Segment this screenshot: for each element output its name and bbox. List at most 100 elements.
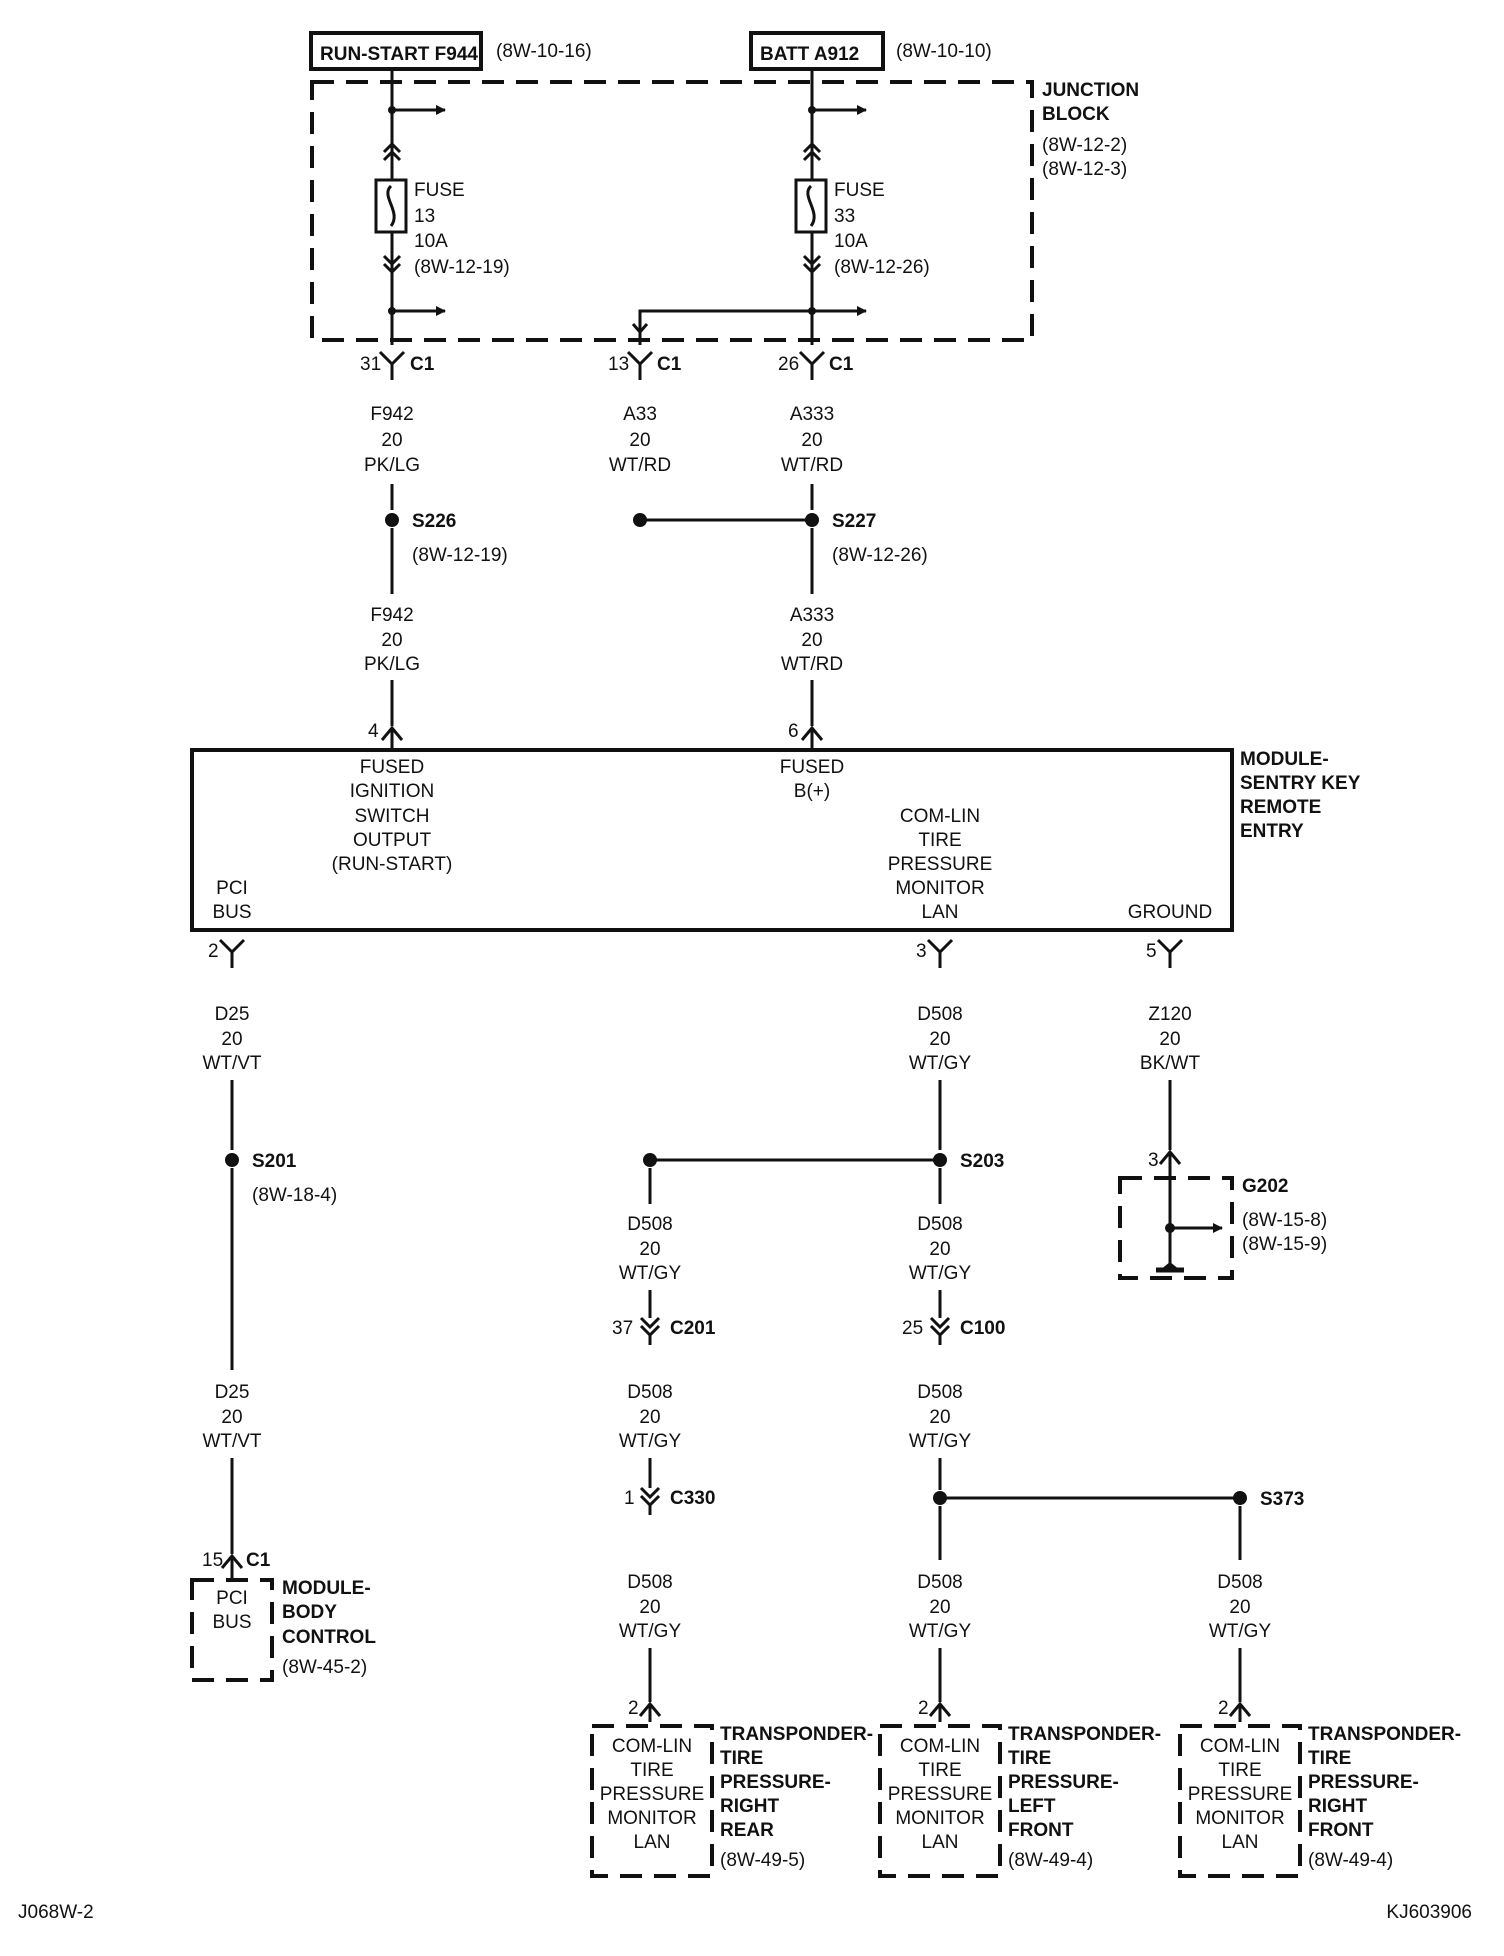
- body-control-inside-2: BUS: [212, 1612, 251, 1633]
- com-lin-4: MONITOR: [895, 878, 984, 899]
- wire-d508-lf-1: D508 20 WT/GY: [909, 1214, 972, 1318]
- wire-gauge: 20: [929, 1407, 950, 1428]
- wire-id: F942: [370, 404, 413, 425]
- splice-s226: S226 (8W-12-19): [385, 511, 508, 594]
- wire-id: D508: [917, 1004, 962, 1025]
- transponder-rf-title-2: TIRE: [1308, 1748, 1351, 1769]
- splice-s201-name: S201: [252, 1151, 297, 1172]
- splice-s373: S373: [933, 1489, 1304, 1560]
- transponder-inside-1: COM-LIN: [900, 1736, 980, 1757]
- fuse-13-l2: 13: [414, 206, 435, 227]
- com-lin-5: LAN: [922, 902, 959, 923]
- wire-d508-rr-2: D508 20 WT/GY: [619, 1382, 682, 1488]
- transponder-lf-title-1: TRANSPONDER-: [1008, 1724, 1161, 1745]
- wire-id: D508: [627, 1214, 672, 1235]
- splice-s227-name: S227: [832, 511, 876, 532]
- fuse-33-l3: 10A: [834, 231, 868, 252]
- fused-ign-1: FUSED: [360, 757, 424, 778]
- jb-pin-31: 31: [360, 354, 381, 375]
- transponder-pin: 2: [1218, 1698, 1229, 1719]
- wire-color: WT/GY: [619, 1263, 682, 1284]
- splice-s227: S227 (8W-12-26): [633, 511, 928, 594]
- body-control-inside-1: PCI: [216, 1588, 248, 1609]
- module-title-4: ENTRY: [1240, 821, 1304, 842]
- wire-id: D508: [917, 1572, 962, 1593]
- pci-1: PCI: [216, 878, 248, 899]
- body-control-title-3: CONTROL: [282, 1627, 376, 1648]
- splice-s201-ref: (8W-18-4): [252, 1185, 337, 1206]
- wire-color: WT/GY: [1209, 1621, 1272, 1642]
- body-control-pin: 15: [202, 1550, 223, 1571]
- jb-connectors: 31 C1 13 C1 26 C1: [360, 350, 854, 380]
- com-lin-2: TIRE: [918, 830, 961, 851]
- transponder-inside-2: TIRE: [918, 1760, 961, 1781]
- splice-dot: [933, 1153, 947, 1167]
- wire-gauge: 20: [639, 1239, 660, 1260]
- transponder-rr-ref: (8W-49-5): [720, 1850, 805, 1871]
- module-title-2: SENTRY KEY: [1240, 773, 1361, 794]
- transponder-pin: 2: [628, 1698, 639, 1719]
- connector-c100-pin: 25: [902, 1318, 923, 1339]
- transponder-lf-title-5: FRONT: [1008, 1820, 1074, 1841]
- connector-c330-pin: 1: [624, 1488, 635, 1509]
- wire-color: WT/GY: [909, 1621, 972, 1642]
- module-sentry-key: MODULE- SENTRY KEY REMOTE ENTRY FUSED IG…: [190, 748, 1361, 932]
- wire-d508-rf: D508 20 WT/GY: [1209, 1572, 1272, 1702]
- splice-s226-ref: (8W-12-19): [412, 545, 508, 566]
- wire-gauge: 20: [929, 1239, 950, 1260]
- wire-id: A333: [790, 605, 834, 626]
- transponder-rf-ref: (8W-49-4): [1308, 1850, 1393, 1871]
- junction-block: JUNCTION BLOCK (8W-12-2) (8W-12-3) FUSE …: [310, 69, 1139, 345]
- wire-d508-lf-2: D508 20 WT/GY: [909, 1382, 971, 1490]
- transponder-inside-2: TIRE: [1218, 1760, 1261, 1781]
- junction-block-name-2: BLOCK: [1042, 104, 1110, 125]
- module-body-control: 15 C1 PCI BUS MODULE- BODY CONTROL (8W-4…: [190, 1550, 376, 1682]
- wire-gauge: 20: [929, 1597, 950, 1618]
- wire-d25-upper: D25 20 WT/VT: [202, 1004, 262, 1150]
- wire-color: BK/WT: [1140, 1053, 1201, 1074]
- splice-dot: [385, 513, 399, 527]
- wire-color: WT/GY: [619, 1621, 682, 1642]
- source-run-start-ref: (8W-10-16): [496, 41, 592, 62]
- wire-color: WT/GY: [619, 1431, 682, 1452]
- footer-right-code: KJ603906: [1386, 1902, 1472, 1923]
- wire-id: D508: [1217, 1572, 1262, 1593]
- fuse-33-l1: FUSE: [834, 180, 885, 201]
- wire-color: WT/RD: [781, 654, 843, 675]
- wire-gauge: 20: [929, 1029, 950, 1050]
- body-control-title-2: BODY: [282, 1602, 337, 1623]
- pci-2: BUS: [212, 902, 251, 923]
- wire-gauge: 20: [801, 430, 822, 451]
- connector-c100: 25 C100: [902, 1316, 1005, 1345]
- wire-id: D25: [215, 1382, 250, 1403]
- transponder-inside-4: MONITOR: [895, 1808, 984, 1829]
- wire-gauge: 20: [1229, 1597, 1250, 1618]
- fused-b-2: B(+): [794, 781, 830, 802]
- junction-block-ref-1: (8W-12-2): [1042, 135, 1127, 156]
- transponder-lf-ref: (8W-49-4): [1008, 1850, 1093, 1871]
- transponder-rr-title-3: PRESSURE-: [720, 1772, 831, 1793]
- transponder-rr-title-2: TIRE: [720, 1748, 763, 1769]
- transponder-lf-title-2: TIRE: [1008, 1748, 1051, 1769]
- splice-s227-ref: (8W-12-26): [832, 545, 928, 566]
- splice-s373-name: S373: [1260, 1489, 1304, 1510]
- wire-gauge: 20: [639, 1407, 660, 1428]
- connector-c201-pin: 37: [612, 1318, 633, 1339]
- transponder-pin: 2: [918, 1698, 929, 1719]
- wire-gauge: 20: [381, 430, 402, 451]
- fuse-13-l1: FUSE: [414, 180, 465, 201]
- transponder-inside-4: MONITOR: [1195, 1808, 1284, 1829]
- fuse-13-l4: (8W-12-19): [414, 257, 510, 278]
- transponder-lf-title-3: PRESSURE-: [1008, 1772, 1119, 1793]
- fuse-33-l4: (8W-12-26): [834, 257, 930, 278]
- wire-color: WT/GY: [909, 1263, 972, 1284]
- wire-z120: Z120 20 BK/WT: [1140, 1004, 1201, 1165]
- transponder-inside-2: TIRE: [630, 1760, 673, 1781]
- jb-pin-13: 13: [608, 354, 629, 375]
- wire-gauge: 20: [381, 630, 402, 651]
- transponder-rr-title-5: REAR: [720, 1820, 774, 1841]
- wire-id: A33: [623, 404, 657, 425]
- ground-label: GROUND: [1128, 902, 1212, 923]
- transponder-right-front: 2 COM-LIN TIRE PRESSURE MONITOR LAN TRAN…: [1178, 1698, 1461, 1878]
